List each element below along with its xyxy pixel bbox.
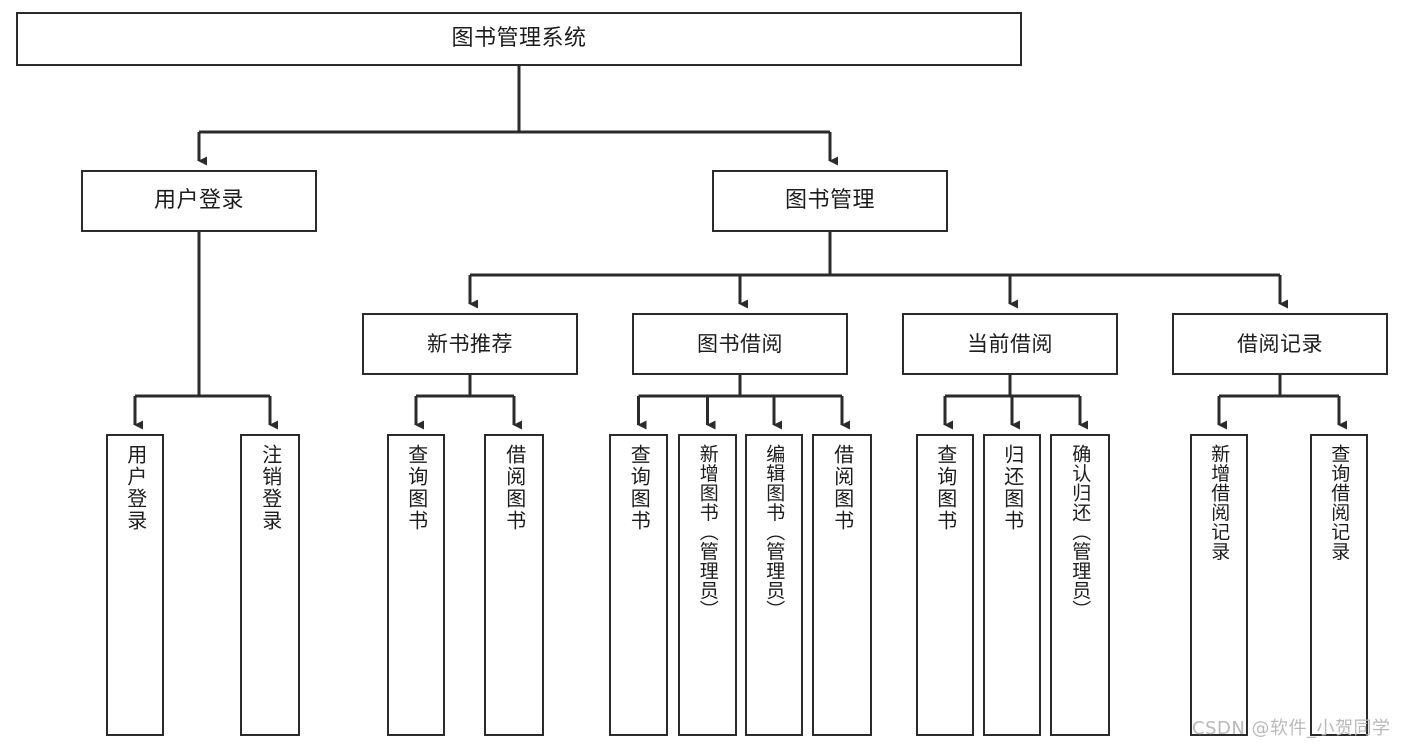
node-label: 当前借阅 (967, 331, 1053, 356)
node-leaf-bb-edit[interactable]: 编辑图书（管理员） (745, 434, 803, 736)
node-label: 查询借阅记录 (1328, 444, 1351, 561)
node-label: 图书管理 (784, 188, 875, 214)
node-label: 注销登录 (258, 444, 283, 532)
node-leaf-cb-confirm[interactable]: 确认归还（管理员） (1050, 434, 1110, 736)
node-label: 查询图书 (627, 444, 652, 532)
node-label: 查询图书 (404, 444, 429, 532)
node-label: 借阅图书 (502, 444, 527, 532)
node-label: 确认归还（管理员） (1069, 444, 1092, 620)
node-leaf-user-logout[interactable]: 注销登录 (240, 434, 300, 736)
node-label: 图书借阅 (697, 331, 783, 356)
node-current-borrow[interactable]: 当前借阅 (902, 313, 1118, 375)
node-leaf-bb-add[interactable]: 新增图书（管理员） (678, 434, 737, 736)
node-label: 查询图书 (933, 444, 958, 532)
node-label: 借阅记录 (1237, 331, 1323, 356)
node-leaf-br-add[interactable]: 新增借阅记录 (1190, 434, 1248, 736)
node-leaf-bb-borrow[interactable]: 借阅图书 (812, 434, 872, 736)
node-new-book-rec[interactable]: 新书推荐 (362, 313, 578, 375)
node-label: 用户登录 (123, 444, 148, 532)
node-label: 归还图书 (1000, 444, 1025, 532)
node-user-login[interactable]: 用户登录 (81, 170, 317, 232)
node-label: 用户登录 (153, 188, 244, 214)
node-leaf-user-login[interactable]: 用户登录 (106, 434, 164, 736)
node-leaf-br-query[interactable]: 查询借阅记录 (1310, 434, 1368, 736)
node-label: 新书推荐 (427, 331, 513, 356)
node-book-borrow[interactable]: 图书借阅 (632, 313, 848, 375)
node-leaf-cb-return[interactable]: 归还图书 (983, 434, 1041, 736)
node-label: 编辑图书（管理员） (763, 444, 786, 620)
node-root[interactable]: 图书管理系统 (16, 12, 1022, 66)
node-label: 新增图书（管理员） (696, 444, 719, 620)
node-leaf-rec-query[interactable]: 查询图书 (387, 434, 445, 736)
node-leaf-bb-query[interactable]: 查询图书 (609, 434, 668, 736)
node-book-manage[interactable]: 图书管理 (712, 170, 948, 232)
watermark: CSDN @软件_小贺同学 (1192, 718, 1391, 739)
node-label: 借阅图书 (830, 444, 855, 532)
node-leaf-rec-borrow[interactable]: 借阅图书 (484, 434, 544, 736)
node-borrow-record[interactable]: 借阅记录 (1172, 313, 1388, 375)
node-leaf-cb-query[interactable]: 查询图书 (916, 434, 974, 736)
node-label: 图书管理系统 (451, 26, 587, 52)
node-label: 新增借阅记录 (1208, 444, 1231, 561)
